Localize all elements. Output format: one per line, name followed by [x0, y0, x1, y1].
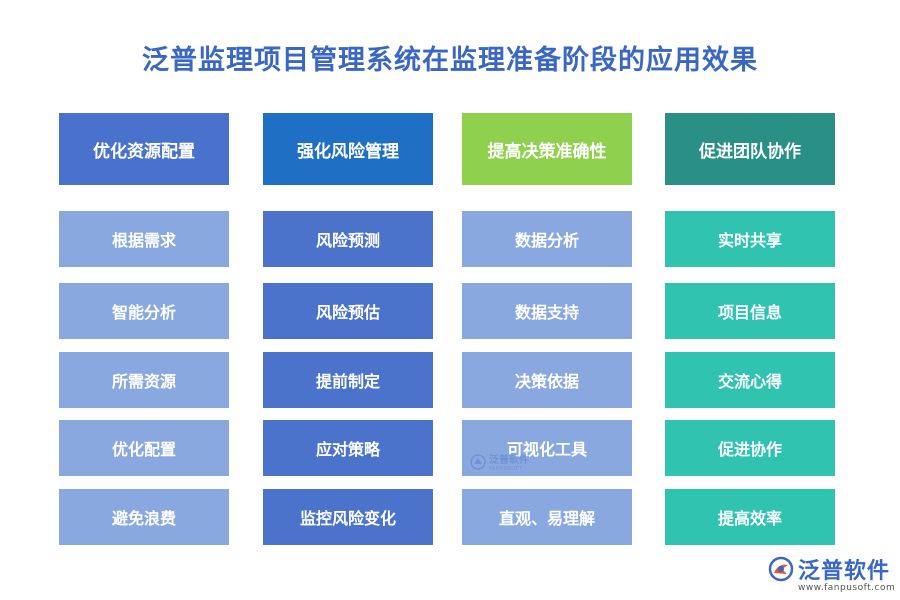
column-item: 数据支持 — [462, 283, 632, 339]
column-item: 数据分析 — [462, 211, 632, 267]
fanpu-logo-icon — [470, 453, 486, 470]
diagram-title: 泛普监理项目管理系统在监理准备阶段的应用效果 — [142, 45, 758, 76]
column-item: 风险预估 — [263, 283, 433, 339]
watermark-name: 泛普软件 — [489, 455, 529, 466]
column-item: 促进协作 — [665, 420, 835, 476]
column-item: 实时共享 — [665, 211, 835, 267]
fanpu-logo-icon — [768, 556, 794, 582]
column-header: 提高决策准确性 — [462, 113, 632, 185]
column-item: 风险预测 — [263, 211, 433, 267]
column-item: 智能分析 — [59, 283, 229, 339]
column-item: 所需资源 — [59, 352, 229, 408]
watermark-sub: FANPUSOFT — [489, 466, 523, 472]
column-item: 项目信息 — [665, 283, 835, 339]
column-item: 避免浪费 — [59, 489, 229, 545]
column-item: 决策依据 — [462, 352, 632, 408]
column-item: 交流心得 — [665, 352, 835, 408]
column-item: 优化配置 — [59, 420, 229, 476]
column-header: 强化风险管理 — [263, 113, 433, 185]
column-item: 直观、易理解 — [462, 489, 632, 545]
brand-logo: 泛普软件 www.fanpusoft.com — [768, 553, 895, 593]
column-item: 应对策略 — [263, 420, 433, 476]
column-item: 提前制定 — [263, 352, 433, 408]
column-item: 提高效率 — [665, 489, 835, 545]
watermark: 泛普软件 FANPUSOFT — [470, 451, 529, 472]
brand-url: www.fanpusoft.com — [798, 583, 896, 593]
column-header: 促进团队协作 — [665, 113, 835, 185]
column-item: 可视化工具 — [462, 420, 632, 476]
column-header: 优化资源配置 — [59, 113, 229, 185]
column-item: 监控风险变化 — [263, 489, 433, 545]
brand-name: 泛普软件 — [798, 559, 891, 584]
column-item: 根据需求 — [59, 211, 229, 267]
